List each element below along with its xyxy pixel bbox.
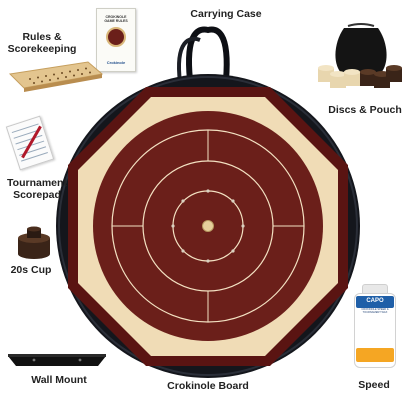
board-pegs bbox=[171, 189, 245, 263]
wall-mount-icon bbox=[8, 354, 106, 366]
book-brand: Crokinole bbox=[106, 60, 126, 65]
label-speed: Speed bbox=[358, 379, 390, 391]
case-handle-strap-icon bbox=[177, 36, 201, 83]
twenties-cup-icon bbox=[18, 226, 50, 259]
label-cup: 20s Cup bbox=[10, 264, 52, 276]
bottle-brand: CAPO bbox=[366, 298, 384, 304]
rules-book-icon: CROKINOLE GAME RULES Crokinole bbox=[96, 8, 136, 72]
discs-and-pouch-icon bbox=[318, 23, 402, 88]
label-scorekeeping: Scorekeeping bbox=[7, 43, 77, 55]
label-scorepad: Scorepad bbox=[13, 189, 61, 201]
book-cover-board-icon bbox=[106, 27, 126, 47]
label-rules: Rules & bbox=[22, 31, 62, 43]
bottle-text: CROKINOLE SPEED & TOURNAMENT WAX bbox=[361, 308, 389, 314]
label-wall-mount: Wall Mount bbox=[31, 374, 87, 386]
label-carrying-case: Carrying Case bbox=[190, 8, 262, 20]
label-tournament: Tournament bbox=[7, 177, 67, 189]
board-center-twenty bbox=[202, 220, 214, 232]
label-board: Crokinole Board bbox=[167, 380, 249, 392]
label-discs-pouch: Discs & Pouch bbox=[328, 104, 402, 116]
scoring-board-icon bbox=[8, 61, 104, 92]
speed-bottle-icon: CAPO CROKINOLE SPEED & TOURNAMENT WAX bbox=[354, 284, 396, 368]
book-title: CROKINOLE GAME RULES bbox=[104, 15, 128, 23]
case-handle-icon bbox=[186, 26, 230, 81]
